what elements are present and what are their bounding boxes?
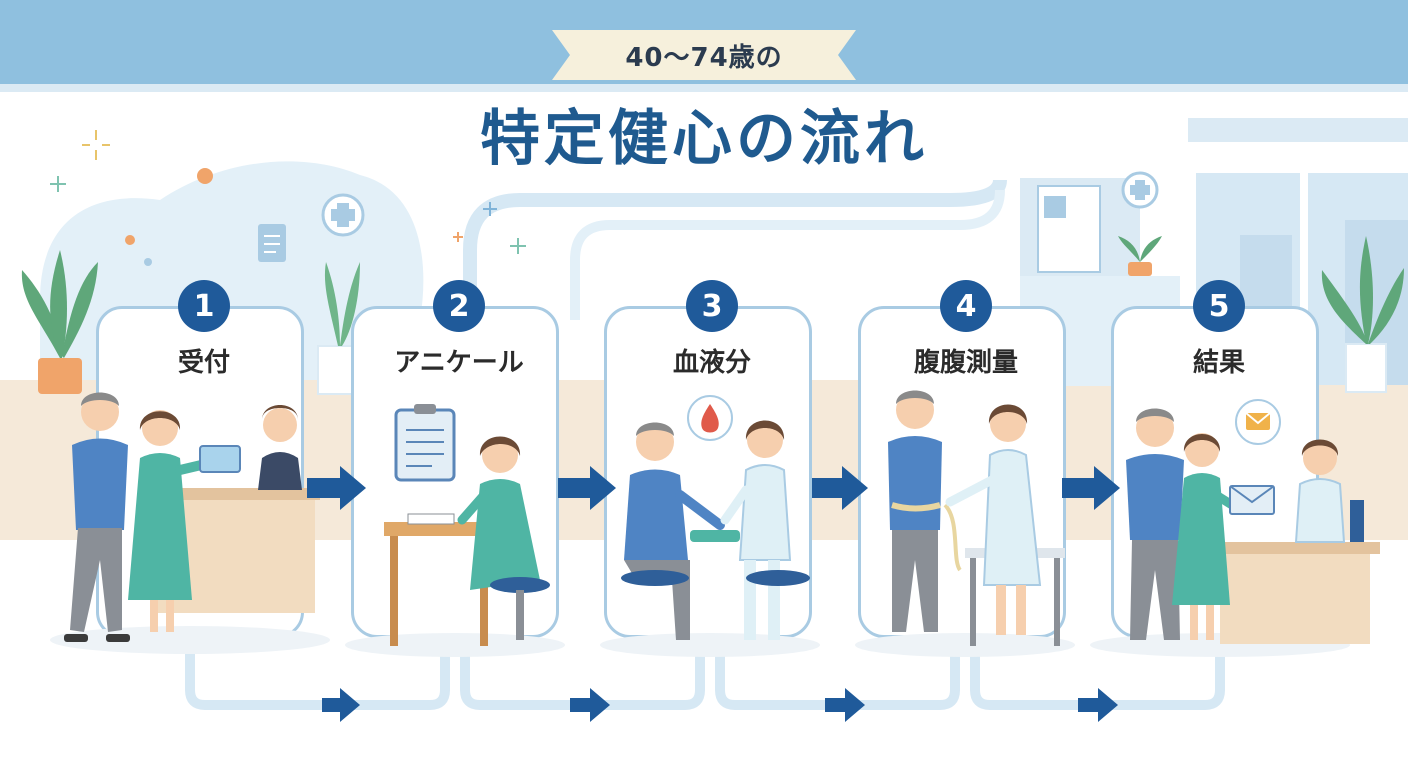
top-band-stripe xyxy=(0,84,1408,92)
step-number-3: 3 xyxy=(686,280,738,332)
step-number-2: 2 xyxy=(433,280,485,332)
header-ribbon: 40〜74歳の xyxy=(552,30,856,80)
step-label-1: 受付 xyxy=(177,348,230,378)
ribbon-text: 40〜74歳の xyxy=(625,42,783,73)
step-label-5: 結果 xyxy=(1192,348,1245,378)
step-label-4: 腹腹測量 xyxy=(913,348,1018,378)
step-number-1: 1 xyxy=(178,280,230,332)
step-label-2: アニケール xyxy=(394,348,524,378)
step-number-4: 4 xyxy=(940,280,992,332)
page-title: 特定健心の流れ xyxy=(480,104,928,174)
step-label-3: 血液分 xyxy=(672,348,751,378)
step-number-5: 5 xyxy=(1193,280,1245,332)
